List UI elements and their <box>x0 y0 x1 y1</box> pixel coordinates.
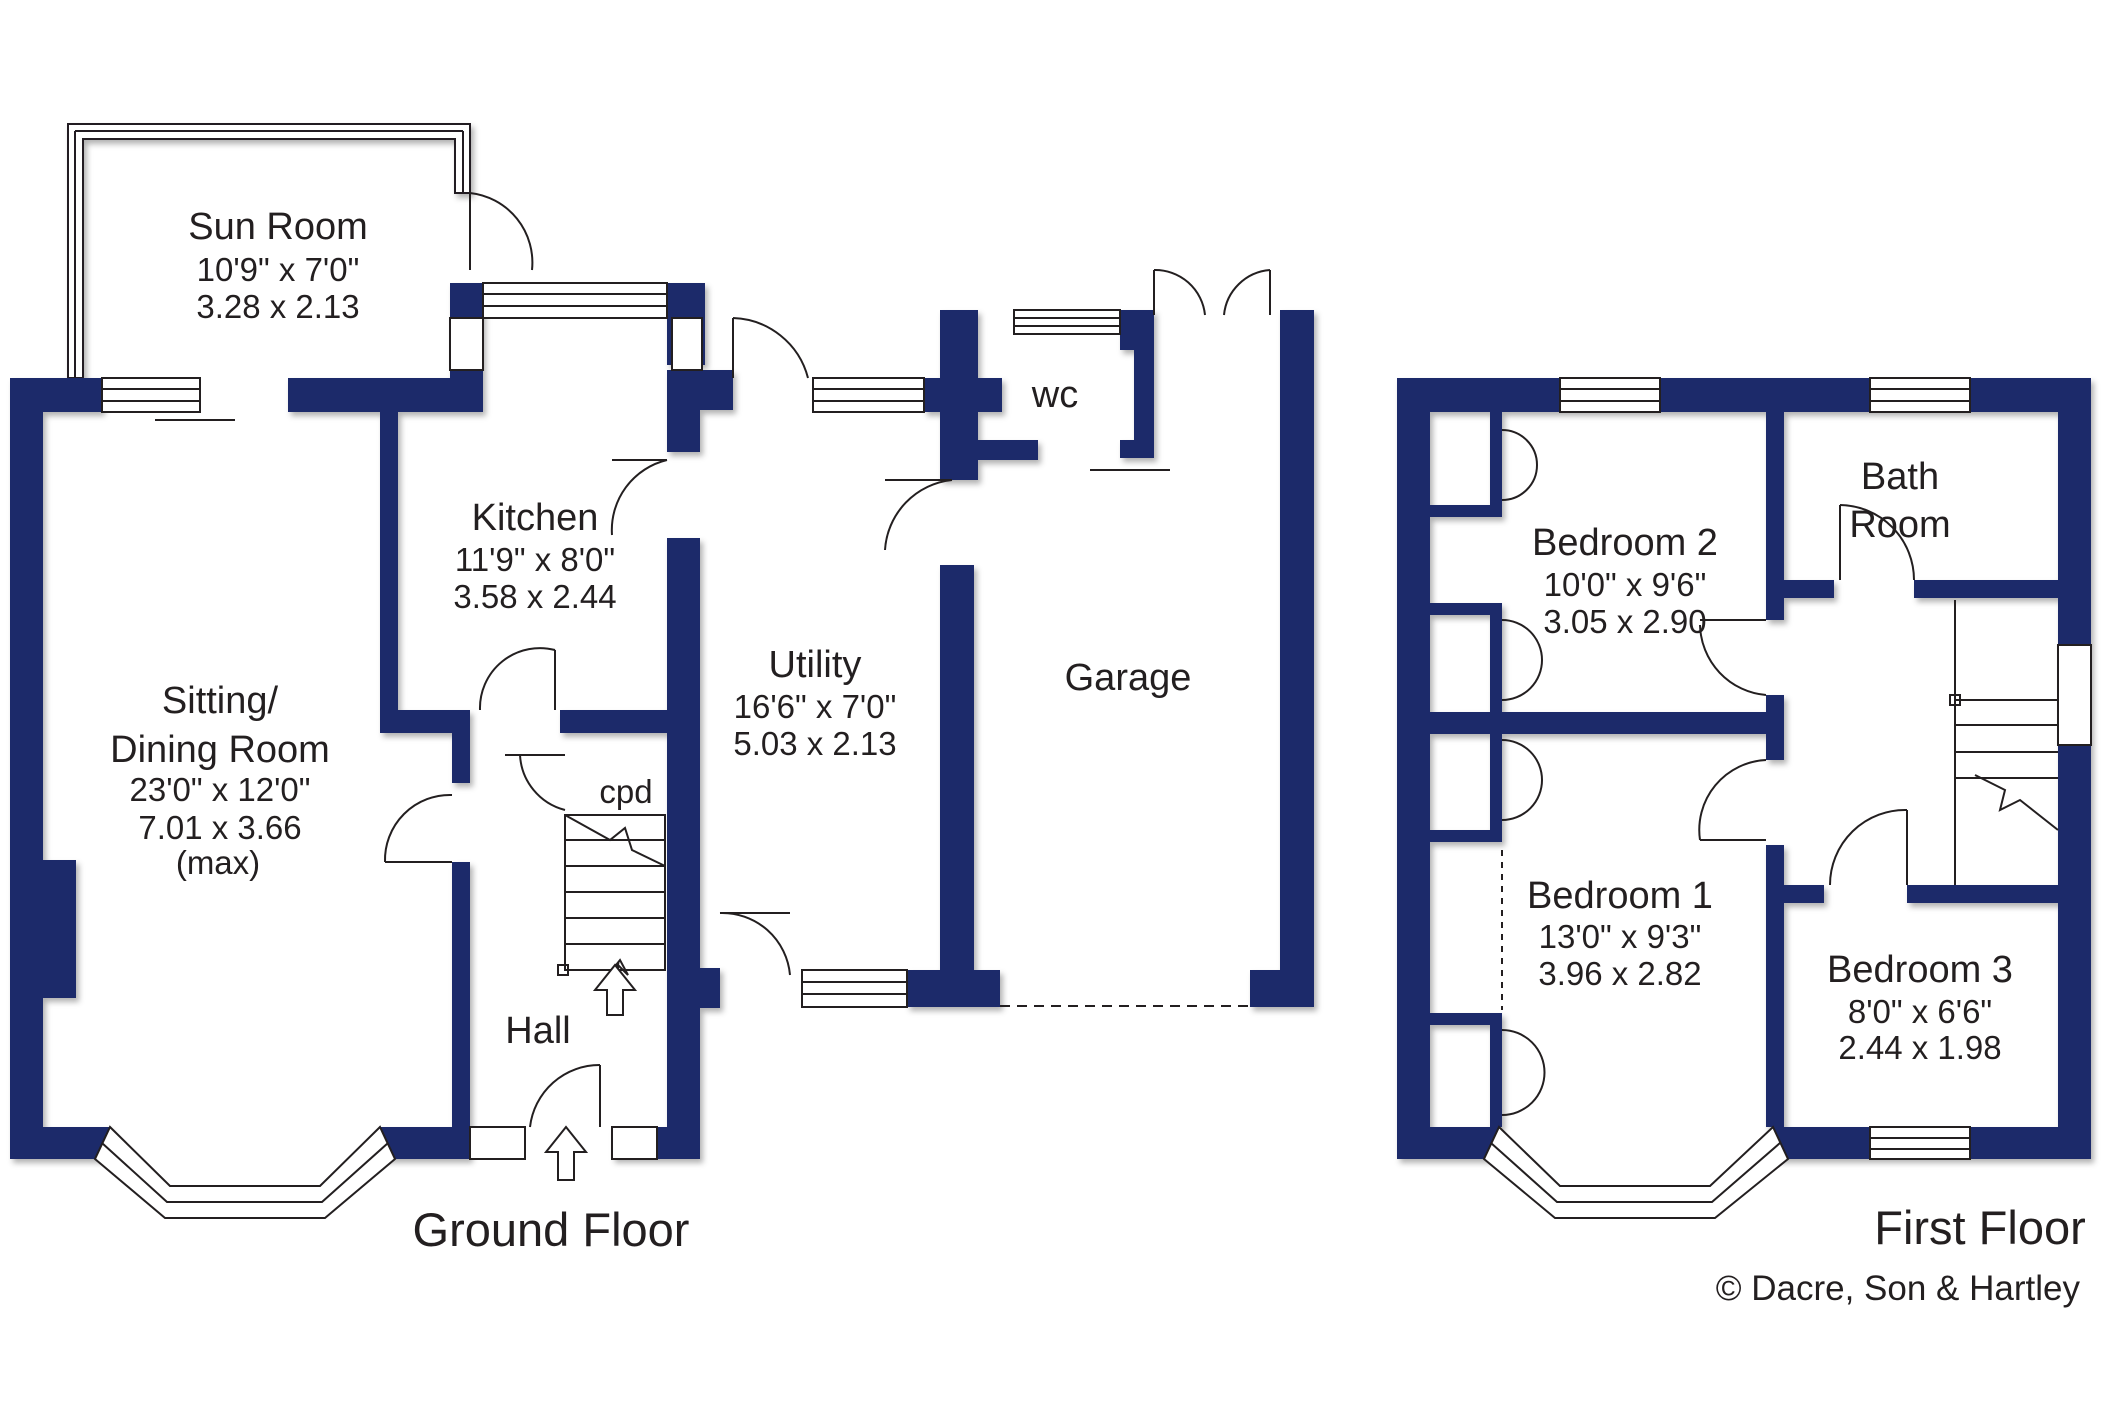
first-floor-plan <box>1397 377 2092 1219</box>
bathroom-name-line1: Bath <box>1861 456 1939 498</box>
first-floor-windows <box>1482 377 2092 1219</box>
bedroom2-metric: 3.05 x 2.90 <box>1543 603 1706 640</box>
sitting-room-imperial: 23'0" x 12'0" <box>130 771 311 808</box>
ground-floor-doors <box>155 192 1271 1128</box>
bathroom-name-line2: Room <box>1849 504 1950 546</box>
bedroom2-imperial: 10'0" x 9'6" <box>1544 566 1707 603</box>
bedroom2-name: Bedroom 2 <box>1532 522 1718 564</box>
entrance-arrow-icon <box>543 1125 589 1181</box>
wc-name: wc <box>1031 374 1078 416</box>
sitting-room-name-line2: Dining Room <box>110 729 330 771</box>
bedroom3-name: Bedroom 3 <box>1827 949 2013 991</box>
ground-floor-labels: Sun Room 10'9" x 7'0" 3.28 x 2.13 Kitche… <box>110 206 1191 1256</box>
ground-floor-stairs <box>557 814 666 1011</box>
hall-name: Hall <box>505 1010 570 1052</box>
ground-floor-caption: Ground Floor <box>413 1203 690 1256</box>
utility-imperial: 16'6" x 7'0" <box>734 688 897 725</box>
sun-room-metric: 3.28 x 2.13 <box>196 288 359 325</box>
utility-name: Utility <box>769 644 862 686</box>
first-floor-labels: Bedroom 2 10'0" x 9'6" 3.05 x 2.90 Bath … <box>1527 456 2086 1254</box>
bedroom3-metric: 2.44 x 1.98 <box>1838 1029 2001 1066</box>
first-floor-doors <box>1501 429 1915 1116</box>
arrow-up-icon <box>592 963 638 1016</box>
garage-name: Garage <box>1065 657 1192 699</box>
ground-floor-windows <box>93 282 1121 1219</box>
sun-room-imperial: 10'9" x 7'0" <box>197 251 360 288</box>
bedroom1-metric: 3.96 x 2.82 <box>1538 955 1701 992</box>
sitting-room-name-line1: Sitting/ <box>162 680 279 722</box>
sitting-room-note: (max) <box>176 844 260 881</box>
kitchen-imperial: 11'9" x 8'0" <box>455 541 615 578</box>
copyright-text: © Dacre, Son & Hartley <box>1716 1269 2081 1308</box>
sitting-room-metric: 7.01 x 3.66 <box>138 809 301 846</box>
bedroom3-imperial: 8'0" x 6'6" <box>1848 993 1992 1030</box>
first-floor-walls <box>1397 378 2091 1159</box>
sun-room-name: Sun Room <box>188 206 368 248</box>
bedroom1-name: Bedroom 1 <box>1527 875 1713 917</box>
first-floor-stairs <box>1949 600 2059 885</box>
ground-floor-plan <box>10 123 1314 1219</box>
cupboard-name: cpd <box>599 773 652 810</box>
bedroom1-imperial: 13'0" x 9'3" <box>1539 918 1702 955</box>
first-floor-caption: First Floor <box>1874 1201 2086 1254</box>
kitchen-name: Kitchen <box>472 497 599 539</box>
kitchen-metric: 3.58 x 2.44 <box>453 578 616 615</box>
utility-metric: 5.03 x 2.13 <box>733 725 896 762</box>
